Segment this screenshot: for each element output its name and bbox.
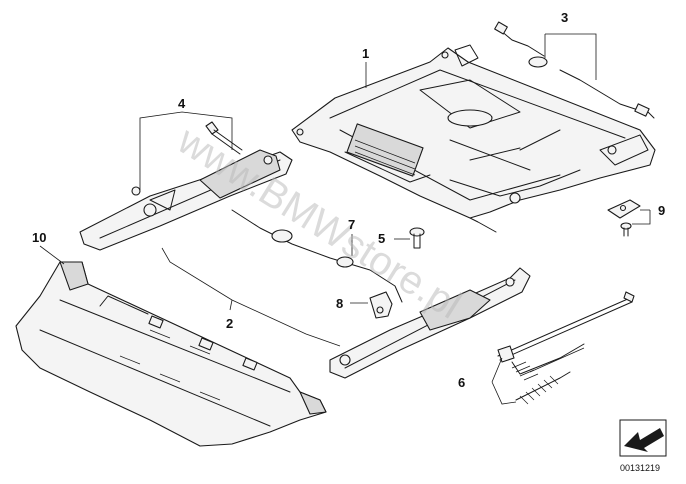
callout-2: 2 xyxy=(226,316,233,331)
reference-box: 00131219 xyxy=(619,419,667,473)
direction-arrow-icon xyxy=(624,428,664,452)
bracket-part-9 xyxy=(607,199,641,237)
clip-part-8 xyxy=(369,291,393,319)
leader-10 xyxy=(39,245,65,265)
bolt-part-4 xyxy=(131,121,243,196)
callout-9: 9 xyxy=(658,203,665,218)
callout-7: 7 xyxy=(348,217,355,232)
leader-9 xyxy=(632,209,651,225)
leader-lines xyxy=(39,33,651,405)
seat-rail-left-part-2 xyxy=(79,149,293,251)
seat-rail-right-part-2 xyxy=(329,267,531,379)
tray-part-10 xyxy=(15,261,327,447)
reference-number: 00131219 xyxy=(620,463,660,473)
leader-2b xyxy=(229,299,233,311)
callout-1: 1 xyxy=(362,46,369,61)
callout-6: 6 xyxy=(458,375,465,390)
callout-3: 3 xyxy=(561,10,568,25)
callout-4: 4 xyxy=(178,96,186,111)
callout-5: 5 xyxy=(378,231,385,246)
adjust-linkage-part-7 xyxy=(231,209,403,303)
screw-part-5 xyxy=(409,227,425,249)
leader-6 xyxy=(491,357,517,405)
springs-part-6 xyxy=(497,291,635,405)
seat-frame-part-1 xyxy=(291,44,656,233)
callout-8: 8 xyxy=(336,296,343,311)
callout-10: 10 xyxy=(32,230,46,245)
leader-3 xyxy=(544,33,597,80)
wiring-harness-part-3 xyxy=(494,21,655,119)
leader-4 xyxy=(139,111,233,190)
